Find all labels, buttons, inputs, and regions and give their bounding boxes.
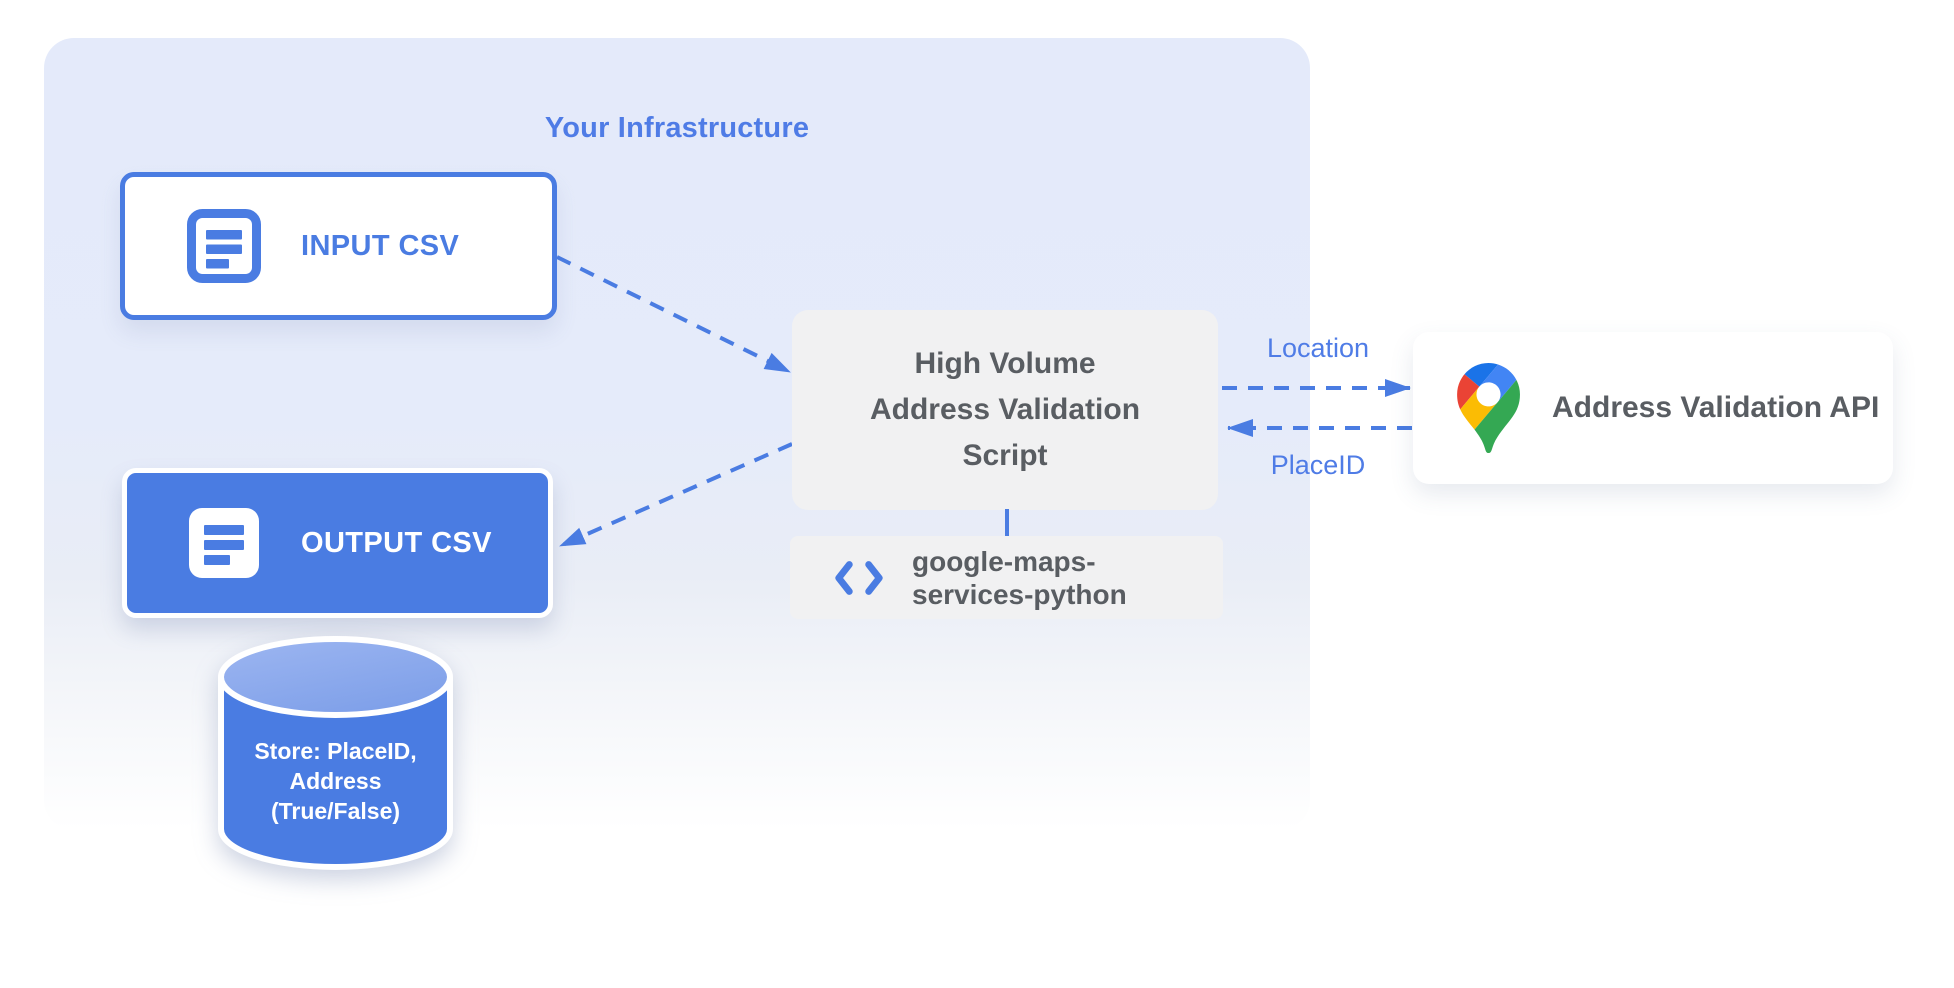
input-csv-node: INPUT CSV	[120, 172, 557, 320]
script-library-connector	[1005, 509, 1009, 537]
datastore-line: Address	[289, 768, 382, 794]
datastore-cylinder: Store: PlaceID, Address (True/False)	[215, 636, 456, 874]
document-icon	[187, 209, 261, 283]
library-label-line: google-maps-	[912, 545, 1096, 577]
location-edge-label: Location	[1266, 333, 1370, 363]
library-label: google-maps- services-python	[912, 545, 1127, 611]
placeid-edge-label: PlaceID	[1270, 450, 1366, 480]
script-title-line: Address Validation	[869, 393, 1141, 426]
datastore-line: (True/False)	[270, 798, 401, 824]
script-title-line: High Volume	[914, 347, 1096, 380]
script-title-line: Script	[962, 439, 1048, 472]
cylinder-shape	[218, 636, 453, 870]
cylinder-top	[218, 636, 453, 718]
input-csv-label: INPUT CSV	[301, 229, 460, 262]
cylinder-body	[218, 677, 453, 870]
datastore-line: Store: PlaceID,	[254, 738, 417, 764]
google-maps-pin-icon	[1457, 363, 1520, 453]
output-csv-label: OUTPUT CSV	[301, 526, 492, 559]
datastore-text: Store: PlaceID, Address (True/False)	[215, 736, 456, 826]
script-node: High Volume Address Validation Script	[792, 310, 1218, 510]
code-icon	[835, 560, 883, 595]
document-icon	[189, 508, 259, 578]
output-csv-node: OUTPUT CSV	[122, 468, 553, 618]
infrastructure-title: Your Infrastructure	[544, 112, 810, 144]
api-node: Address Validation API	[1413, 332, 1893, 484]
api-label: Address Validation API	[1552, 391, 1880, 424]
library-label-line: services-python	[912, 578, 1127, 610]
library-node: google-maps- services-python	[790, 536, 1223, 619]
